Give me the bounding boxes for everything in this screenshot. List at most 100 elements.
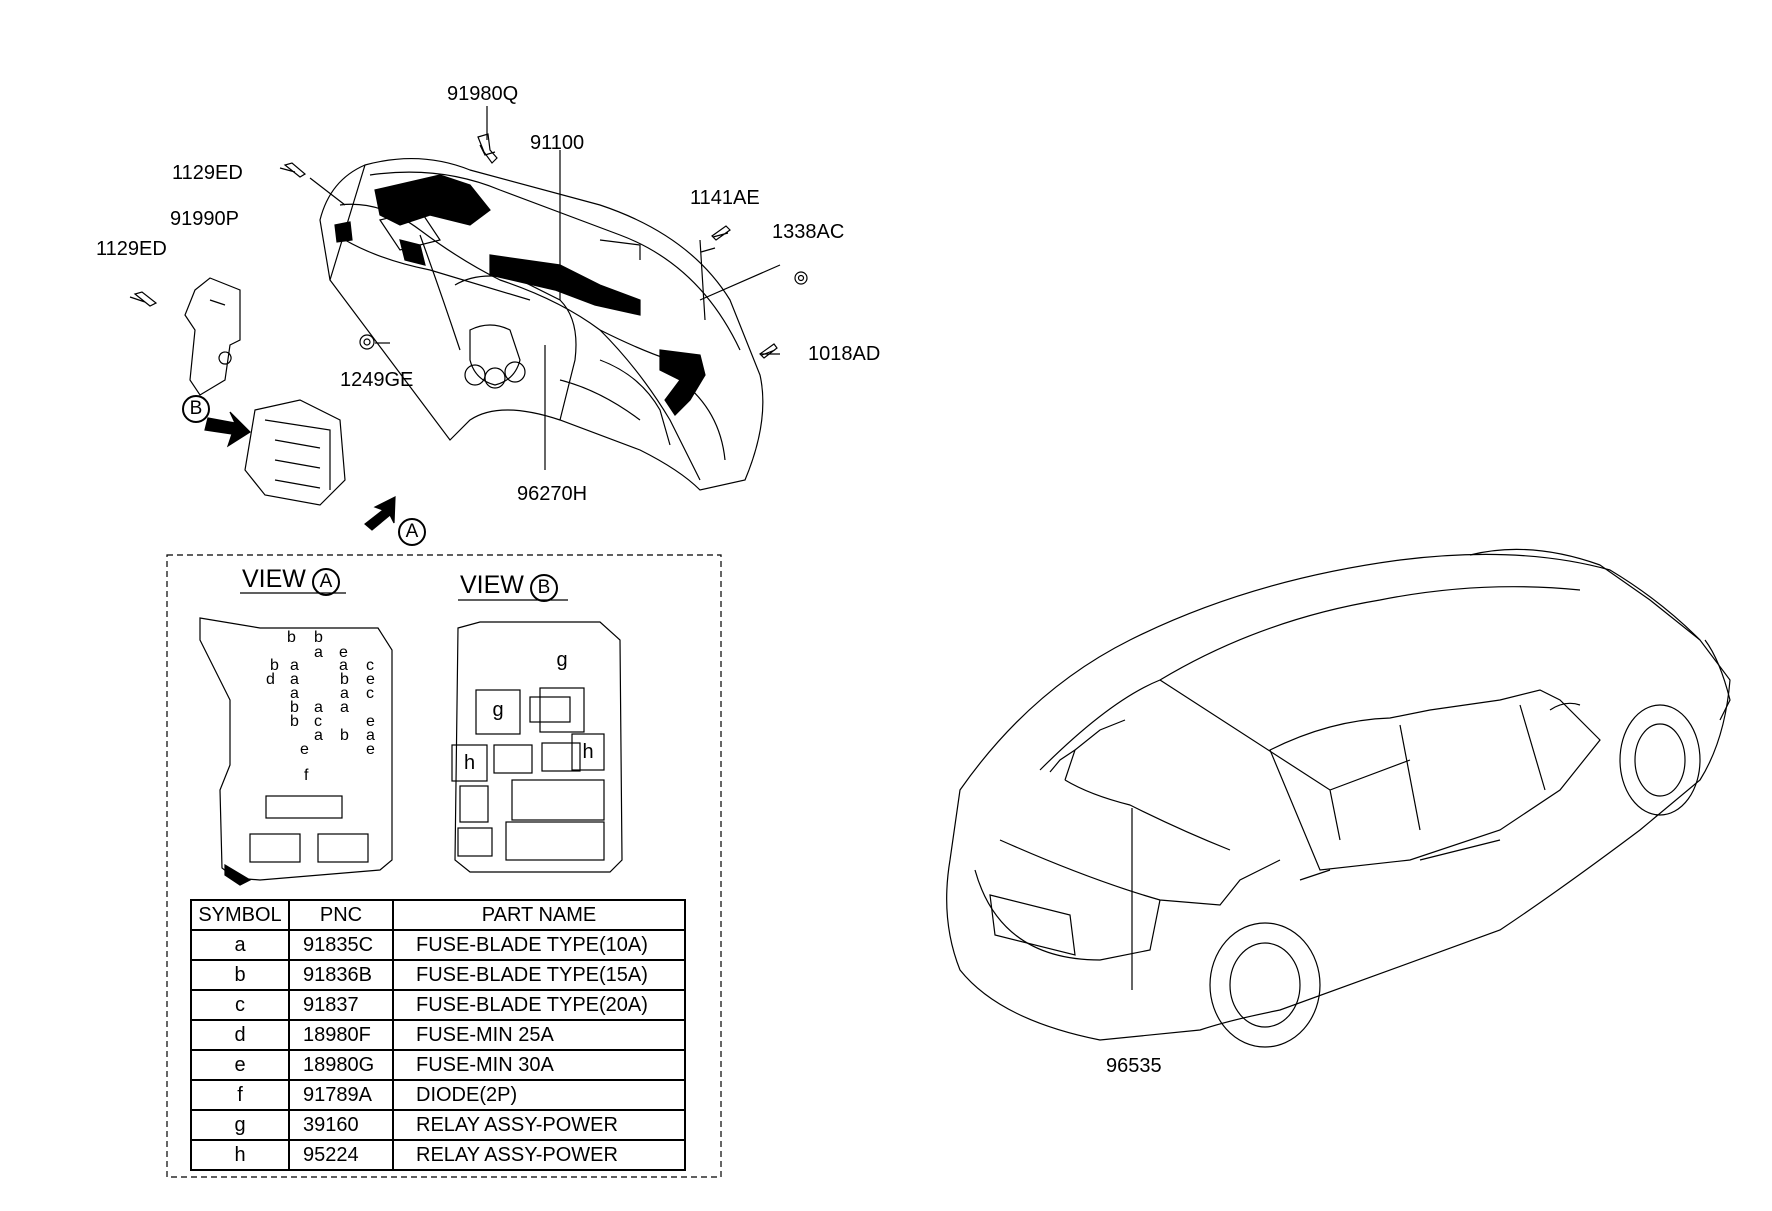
row-pnc: 95224 — [288, 1139, 394, 1171]
callout-1129ed-left: 1129ED — [96, 238, 167, 260]
table-header-row: SYMBOL PNC PART NAME — [190, 899, 686, 931]
fuse-label: c — [314, 713, 322, 730]
row-pnc: 91835C — [288, 929, 394, 961]
fuse-label: d — [266, 671, 275, 688]
row-symbol: b — [190, 959, 290, 991]
fuse-label: e — [366, 671, 375, 688]
row-symbol: h — [190, 1139, 290, 1171]
fuse-label: a — [314, 699, 323, 716]
callout-1141ae: 1141AE — [690, 187, 760, 209]
row-part-name: FUSE-BLADE TYPE(20A) — [392, 989, 686, 1021]
row-part-name: DIODE(2P) — [392, 1079, 686, 1111]
fuse-label: a — [340, 685, 349, 702]
row-symbol: e — [190, 1049, 290, 1081]
fuse-label: a — [290, 685, 299, 702]
fuse-label: c — [366, 685, 374, 702]
bolt-icons — [129, 162, 808, 359]
row-pnc: 39160 — [288, 1109, 394, 1141]
callout-1018ad: 1018AD — [808, 343, 881, 365]
table-row: b 91836B FUSE-BLADE TYPE(15A) — [190, 959, 686, 991]
fuse-label: b — [290, 713, 299, 730]
rear-antenna-harness — [1049, 719, 1231, 851]
fuse-label: a — [366, 727, 375, 744]
header-symbol: SYMBOL — [190, 899, 290, 931]
fuse-label: a — [339, 657, 348, 674]
table-row: d 18980F FUSE-MIN 25A — [190, 1019, 686, 1051]
view-a-fuse-box — [199, 617, 393, 886]
row-pnc: 91837 — [288, 989, 394, 1021]
bracket-91990p — [184, 277, 241, 396]
row-symbol: g — [190, 1109, 290, 1141]
fuse-label: e — [300, 741, 309, 758]
fuse-label: b — [340, 671, 349, 688]
relay-label-g-top: g — [556, 649, 568, 671]
row-part-name: FUSE-BLADE TYPE(10A) — [392, 929, 686, 961]
fuse-label: c — [366, 657, 374, 674]
parts-table: SYMBOL PNC PART NAME a 91835C FUSE-BLADE… — [190, 899, 686, 1171]
fuse-label: e — [366, 713, 375, 730]
fuse-label: e — [339, 644, 348, 661]
header-part-name: PART NAME — [392, 899, 686, 931]
row-part-name: RELAY ASSY-POWER — [392, 1139, 686, 1171]
clip-91980q — [477, 133, 498, 164]
junction-block — [244, 399, 346, 506]
harness-wires — [309, 177, 781, 481]
fuse-label: a — [314, 727, 323, 744]
row-pnc: 18980F — [288, 1019, 394, 1051]
fuse-label: a — [290, 657, 299, 674]
table-row: c 91837 FUSE-BLADE TYPE(20A) — [190, 989, 686, 1021]
relay-label-g-mid: g — [492, 699, 504, 721]
view-b-fuse-box — [451, 621, 623, 873]
row-part-name: FUSE-BLADE TYPE(15A) — [392, 959, 686, 991]
fuse-label: b — [340, 727, 349, 744]
fuse-label: a — [340, 699, 349, 716]
callout-91990p: 91990P — [170, 208, 239, 230]
callout-96535: 96535 — [1106, 1055, 1162, 1077]
row-pnc: 18980G — [288, 1049, 394, 1081]
row-pnc: 91836B — [288, 959, 394, 991]
row-symbol: c — [190, 989, 290, 1021]
callout-1129ed-top: 1129ED — [172, 162, 243, 184]
callout-96270h: 96270H — [517, 483, 588, 505]
callout-1338ac: 1338AC — [772, 221, 845, 243]
fuse-label: a — [314, 644, 323, 661]
leader-lines — [375, 106, 1133, 990]
fuse-label: b — [290, 699, 299, 716]
main-harness — [334, 174, 706, 416]
row-pnc: 91789A — [288, 1079, 394, 1111]
relay-label-h-left: h — [463, 752, 476, 774]
header-pnc: PNC — [288, 899, 394, 931]
table-row: h 95224 RELAY ASSY-POWER — [190, 1139, 686, 1171]
fuse-label: b — [287, 629, 296, 646]
row-part-name: RELAY ASSY-POWER — [392, 1109, 686, 1141]
row-symbol: f — [190, 1079, 290, 1111]
fuse-label: b — [270, 657, 279, 674]
table-row: e 18980G FUSE-MIN 30A — [190, 1049, 686, 1081]
row-part-name: FUSE-MIN 25A — [392, 1019, 686, 1051]
callout-91100: 91100 — [530, 132, 585, 154]
callout-1249ge: 1249GE — [340, 369, 414, 391]
row-symbol: a — [190, 929, 290, 961]
marker-a: A — [398, 518, 426, 546]
view-b-label: VIEW — [460, 571, 524, 599]
row-symbol: d — [190, 1019, 290, 1051]
row-part-name: FUSE-MIN 30A — [392, 1049, 686, 1081]
relay-label-h-right: h — [582, 741, 594, 763]
callout-91980q: 91980Q — [447, 83, 519, 105]
view-a-label: VIEW — [242, 565, 306, 593]
fuse-label: b — [314, 629, 323, 646]
fuse-label: a — [290, 671, 299, 688]
fuse-label: f — [304, 767, 309, 784]
view-b-letter: B — [529, 574, 558, 602]
table-row: a 91835C FUSE-BLADE TYPE(10A) — [190, 929, 686, 961]
fuse-label: e — [366, 741, 375, 758]
sedan-drawing — [946, 548, 1731, 1048]
table-row: g 39160 RELAY ASSY-POWER — [190, 1109, 686, 1141]
table-row: f 91789A DIODE(2P) — [190, 1079, 686, 1111]
view-frame — [166, 554, 722, 1178]
arrow-icons — [204, 411, 396, 531]
marker-b: B — [182, 395, 210, 423]
